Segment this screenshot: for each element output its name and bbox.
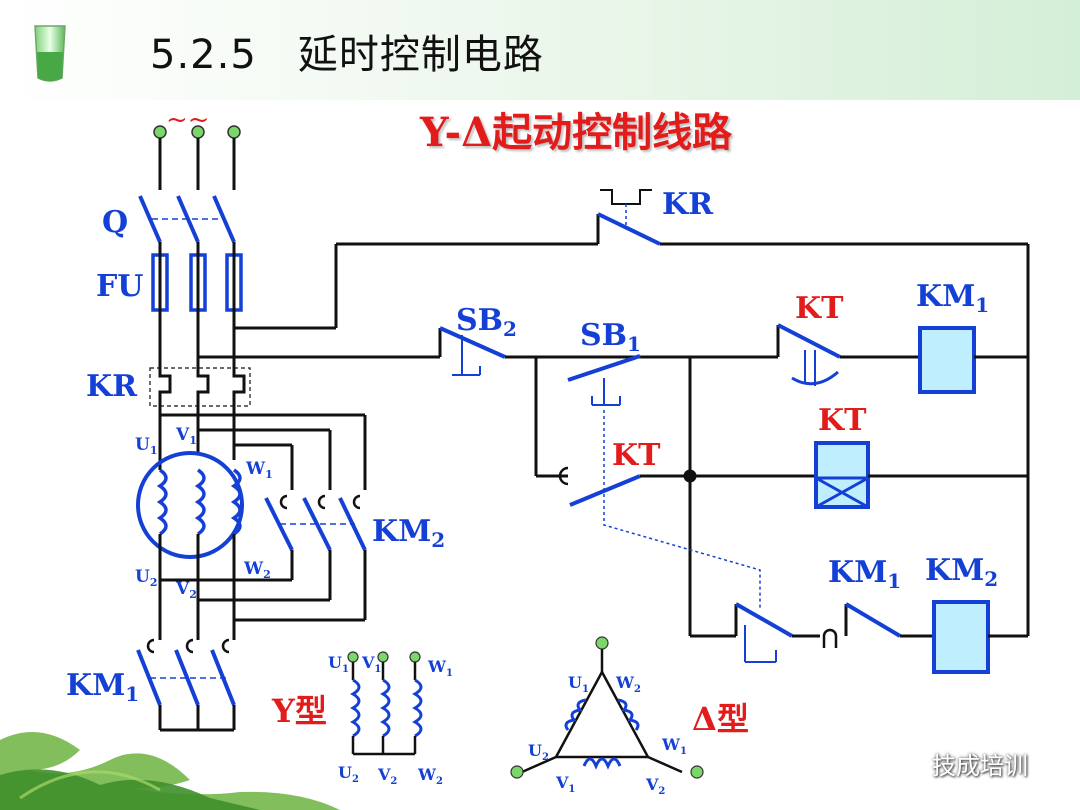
switch-label: Q <box>102 205 128 240</box>
overload-label: KR <box>86 369 138 404</box>
y-connection-label: Y型 <box>271 692 327 730</box>
svg-text:V2: V2 <box>175 579 197 601</box>
sb2-label: SB2 <box>456 303 517 341</box>
svg-text:V2: V2 <box>377 765 397 787</box>
svg-text:V1: V1 <box>555 773 575 795</box>
delta-connection-terminal-labels: U1 W2 U2 W1 V1 V2 <box>528 673 687 797</box>
svg-text:W2: W2 <box>615 673 641 695</box>
power-circuit <box>136 125 440 732</box>
fuse-label: FU <box>96 269 143 304</box>
delta-connection-label: Δ型 <box>692 700 749 738</box>
wechat-icon <box>890 743 929 772</box>
kt-instant-contact-label: KT <box>612 438 661 473</box>
kt-delay-contact-label: KT <box>795 291 844 326</box>
km2-coil-label: KM2 <box>925 553 998 591</box>
svg-text:W2: W2 <box>243 559 271 581</box>
svg-text:U2: U2 <box>528 741 549 763</box>
y-connection-terminal-labels: U1 V1 W1 U2 V2 W2 <box>328 653 453 787</box>
svg-text:U1: U1 <box>328 653 349 675</box>
kr-contact-label: KR <box>662 187 714 222</box>
svg-text:V1: V1 <box>175 425 197 447</box>
leaf-decoration <box>0 732 340 810</box>
header-band <box>0 0 1080 100</box>
svg-text:W2: W2 <box>417 765 443 787</box>
watermark: 技成培训 <box>932 752 1028 780</box>
svg-text:U2: U2 <box>338 763 359 785</box>
svg-text:U1: U1 <box>568 673 589 695</box>
supply-symbol: ~~ <box>166 105 210 135</box>
sb1-label: SB1 <box>580 318 641 356</box>
svg-text:W1: W1 <box>427 657 453 679</box>
svg-text:U2: U2 <box>135 567 157 589</box>
svg-text:V2: V2 <box>645 775 665 797</box>
diagram-title: Y-Δ起动控制线路 <box>420 109 733 156</box>
svg-text:V1: V1 <box>361 653 381 675</box>
svg-text:W1: W1 <box>245 459 273 481</box>
y-connection-diagram <box>347 651 423 756</box>
svg-text:U1: U1 <box>135 435 157 457</box>
motor-terminal-labels: U1 V1 W1 U2 V2 W2 <box>135 425 273 601</box>
km2-power-label: KM2 <box>372 514 445 552</box>
km1-power-label: KM1 <box>66 668 139 706</box>
control-circuit <box>336 189 1030 674</box>
glass-logo-icon <box>34 25 66 82</box>
km1-coil-label: KM1 <box>916 279 989 317</box>
svg-text:W1: W1 <box>661 735 687 757</box>
km1-contact-label: KM1 <box>828 555 901 593</box>
page-title: 5.2.5 延时控制电路 <box>150 32 544 78</box>
kt-coil-label: KT <box>818 403 867 438</box>
delta-connection-diagram <box>510 636 704 779</box>
